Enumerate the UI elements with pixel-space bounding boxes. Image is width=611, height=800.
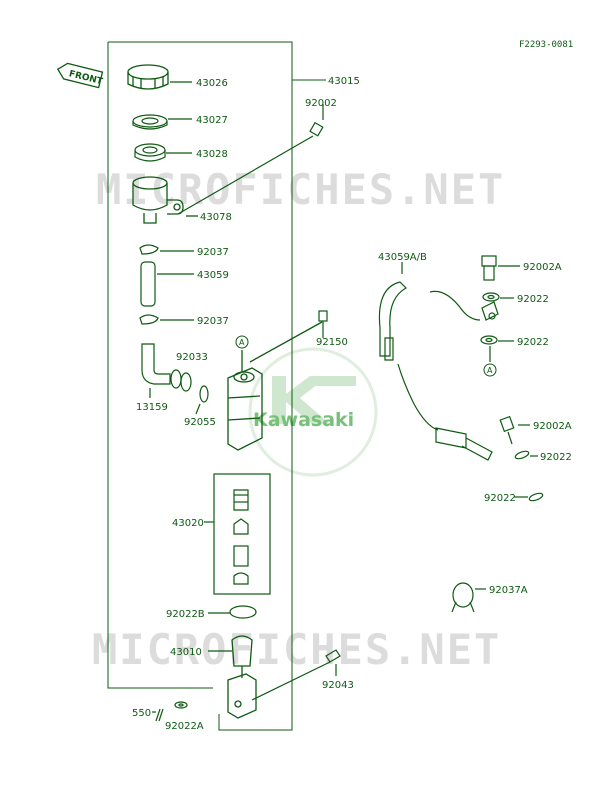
label-92033: 92033 <box>176 352 208 363</box>
label-92043: 92043 <box>322 680 354 691</box>
label-92037-upper: 92037 <box>197 247 229 258</box>
reservoir-cap <box>127 64 192 90</box>
banjo-bolt-lower <box>499 415 530 445</box>
kawasaki-logo: Kawasaki <box>248 347 378 477</box>
label-92002a-upper: 92002A <box>523 262 562 273</box>
marker-a-right: A <box>483 363 497 377</box>
hose-43059 <box>140 261 194 307</box>
svg-text:A: A <box>239 338 245 347</box>
washer-upper-2 <box>480 335 514 362</box>
reference-code: F2293-0081 <box>519 40 573 50</box>
label-13159: 13159 <box>136 402 168 413</box>
front-arrow: FRONT <box>56 62 104 89</box>
label-43026: 43026 <box>196 78 228 89</box>
reservoir <box>132 176 198 224</box>
watermark-brand: Kawasaki <box>253 409 354 431</box>
push-rod <box>208 635 257 719</box>
label-92055: 92055 <box>184 417 216 428</box>
label-92022-4: 92022 <box>484 493 516 504</box>
label-550: 550 <box>132 708 151 719</box>
brake-hose <box>378 262 499 461</box>
label-92022a: 92022A <box>165 721 204 732</box>
label-92022-3: 92022 <box>540 452 572 463</box>
watermark-bottom: MICROFICHES.NET <box>92 625 501 674</box>
cap-plate <box>132 114 192 130</box>
svg-text:A: A <box>487 366 493 375</box>
label-43028: 43028 <box>196 149 228 160</box>
assembly-bracket <box>107 41 326 731</box>
washer-92022a <box>174 701 188 709</box>
hose-clamp-92037a <box>451 582 486 613</box>
label-92150: 92150 <box>316 337 348 348</box>
label-43059: 43059 <box>197 270 229 281</box>
label-92002a-lower: 92002A <box>533 421 572 432</box>
clamp-upper <box>139 244 194 255</box>
label-92022-2: 92022 <box>517 337 549 348</box>
clamp-lower <box>139 314 194 325</box>
label-92037-lower: 92037 <box>197 316 229 327</box>
label-43078: 43078 <box>200 212 232 223</box>
label-43015: 43015 <box>328 76 360 87</box>
master-cylinder <box>227 321 323 451</box>
label-92022-1: 92022 <box>517 294 549 305</box>
bolt-92002 <box>177 104 324 215</box>
bolt-92150 <box>318 310 328 338</box>
watermark-top: MICROFICHES.NET <box>96 165 505 214</box>
label-43027: 43027 <box>196 115 228 126</box>
cotter-pin <box>152 708 164 722</box>
washer-lower-1 <box>514 450 538 460</box>
diaphragm <box>134 143 192 162</box>
label-92022b: 92022B <box>166 609 205 620</box>
label-92037a: 92037A <box>489 585 528 596</box>
banjo-bolt-upper <box>481 255 520 281</box>
piston-kit <box>204 473 271 595</box>
circlip <box>208 605 257 619</box>
marker-a-left: A <box>235 335 249 349</box>
label-43020: 43020 <box>172 518 204 529</box>
label-92002: 92002 <box>305 98 337 109</box>
label-43010: 43010 <box>170 647 202 658</box>
hose-elbow <box>141 343 192 398</box>
washer-lower-2 <box>514 492 544 502</box>
pin-92043 <box>251 649 341 701</box>
o-ring-92055 <box>195 385 209 415</box>
washer-upper-1 <box>482 292 514 302</box>
label-43059ab: 43059A/B <box>378 252 427 263</box>
